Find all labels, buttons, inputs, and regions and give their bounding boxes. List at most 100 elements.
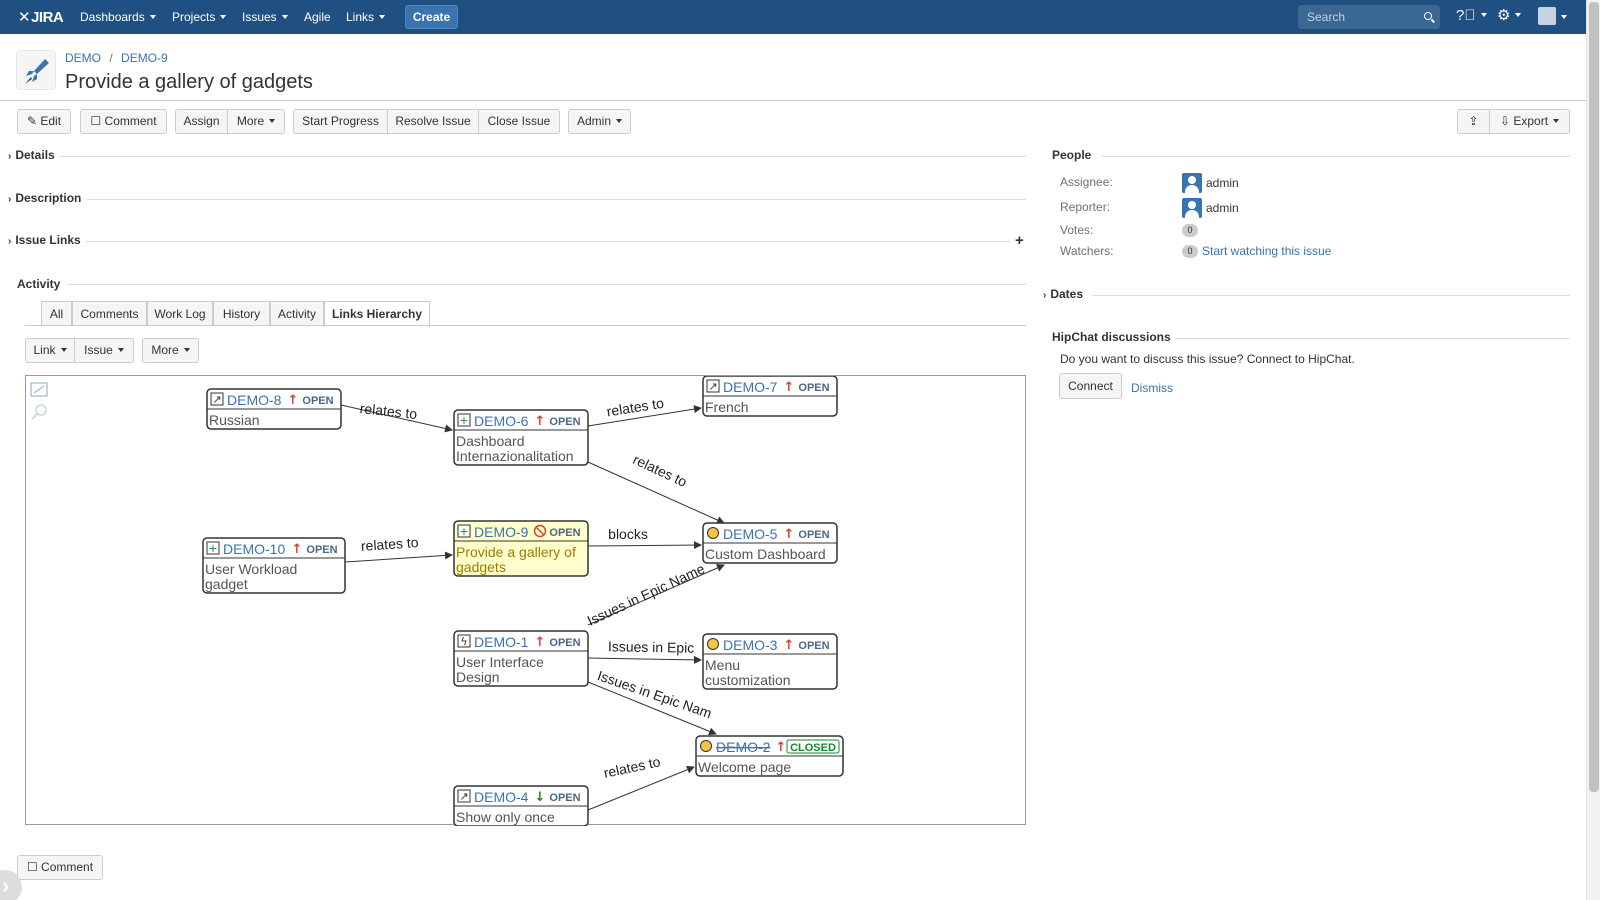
node-summary: Show only once — [456, 809, 555, 825]
zoom-icon[interactable] — [31, 404, 47, 420]
description-toggle[interactable]: ›Description — [8, 191, 81, 205]
assignee-value[interactable]: admin — [1182, 173, 1239, 193]
status-lozenge-border — [786, 739, 840, 754]
node-key[interactable]: DEMO-9 — [474, 524, 529, 540]
votes-value[interactable]: 0 — [1182, 223, 1202, 237]
jira-logo[interactable]: ✕JIRA — [18, 8, 64, 26]
page-scrollbar[interactable] — [1586, 0, 1600, 900]
dates-toggle[interactable]: ›Dates — [1043, 287, 1083, 301]
nav-projects[interactable]: Projects — [172, 10, 226, 24]
assign-button[interactable]: Assign — [175, 109, 228, 134]
nav-links[interactable]: Links — [346, 10, 385, 24]
node-key[interactable]: DEMO-1 — [474, 634, 529, 650]
create-button[interactable]: Create — [405, 5, 458, 29]
node-key[interactable]: DEMO-8 — [227, 392, 282, 408]
nav-dashboards[interactable]: Dashboards — [80, 10, 156, 24]
export-button[interactable]: ⇩ Export — [1490, 109, 1570, 134]
node-key[interactable]: DEMO-6 — [474, 413, 529, 429]
admin-menu[interactable]: ⚙ — [1497, 7, 1521, 25]
node-key[interactable]: DEMO-5 — [723, 526, 778, 542]
edge-label: relates to — [360, 534, 419, 554]
share-button[interactable]: ⇪ — [1457, 109, 1490, 134]
chevron-right-icon: › — [8, 151, 12, 162]
issue-header: DEMO / DEMO-9 Provide a gallery of gadge… — [0, 34, 1586, 101]
close-issue-button[interactable]: Close Issue — [479, 109, 560, 134]
gear-caret-icon — [1510, 7, 1521, 24]
expand-sidebar-icon[interactable] — [0, 870, 22, 900]
user-menu[interactable] — [1538, 7, 1567, 27]
graph-edge: relates to — [344, 534, 453, 563]
people-heading: People — [1052, 148, 1092, 162]
node-key[interactable]: DEMO-10 — [223, 541, 285, 557]
node-key[interactable]: DEMO-2 — [716, 739, 771, 755]
epic-icon: ϟ — [457, 634, 471, 648]
resolve-issue-button[interactable]: Resolve Issue — [388, 109, 479, 134]
status-badge: OPEN — [798, 640, 829, 652]
graph-node[interactable]: +DEMO-6↑OPENDashboardInternazionalitatio… — [453, 409, 589, 466]
node-key[interactable]: DEMO-4 — [474, 789, 529, 805]
tab-comments[interactable]: Comments — [72, 301, 147, 326]
scrollbar-thumb[interactable] — [1589, 2, 1599, 792]
node-key[interactable]: DEMO-7 — [723, 379, 778, 395]
svg-text:+: + — [459, 414, 468, 427]
edge-line — [587, 681, 717, 736]
start-progress-button[interactable]: Start Progress — [293, 109, 388, 134]
more-button[interactable]: More — [228, 109, 285, 134]
link-dropdown[interactable]: Link — [25, 338, 75, 363]
fit-to-screen-icon[interactable] — [30, 382, 48, 397]
search-icon[interactable] — [1424, 12, 1432, 20]
tab-history[interactable]: History — [213, 301, 270, 326]
help-menu[interactable]: ?⃝ — [1456, 7, 1487, 25]
issue-dropdown[interactable]: Issue — [75, 338, 134, 363]
issue-summary[interactable]: Provide a gallery of gadgets — [65, 71, 313, 93]
issue-links-toggle[interactable]: ›Issue Links — [8, 233, 81, 247]
breadcrumb: DEMO / DEMO-9 — [65, 51, 168, 65]
edge-line — [587, 541, 702, 550]
tab-links-hierarchy[interactable]: Links Hierarchy — [324, 301, 430, 327]
tab-activity[interactable]: Activity — [270, 301, 324, 326]
assignee-label: Assignee: — [1060, 175, 1113, 189]
nav-issues[interactable]: Issues — [242, 10, 288, 24]
node-summary: gadgets — [456, 559, 506, 575]
graph-edge: Issues in Epic — [587, 638, 702, 664]
search-input[interactable]: Search — [1298, 5, 1440, 29]
hipchat-text: Do you want to discuss this issue? Conne… — [1060, 352, 1355, 366]
more-dropdown[interactable]: More — [142, 338, 199, 363]
bottom-comment-button[interactable]: ☐ Comment — [17, 855, 103, 880]
nav-agile[interactable]: Agile — [304, 10, 331, 24]
edit-button[interactable]: ✎ Edit — [17, 109, 71, 134]
dismiss-link[interactable]: Dismiss — [1131, 381, 1173, 395]
votes-label: Votes: — [1060, 223, 1094, 237]
watchers-count[interactable]: 0 — [1182, 245, 1198, 258]
breadcrumb-issue-key[interactable]: DEMO-9 — [121, 51, 168, 65]
connect-button[interactable]: Connect — [1059, 373, 1122, 399]
project-avatar[interactable] — [16, 50, 56, 90]
divider — [1175, 338, 1570, 339]
status-badge: OPEN — [302, 395, 333, 407]
tab-all[interactable]: All — [41, 301, 72, 326]
comment-button[interactable]: ☐ Comment — [80, 109, 167, 134]
reporter-value[interactable]: admin — [1182, 198, 1239, 218]
breadcrumb-project[interactable]: DEMO — [65, 51, 101, 65]
chevron-right-icon: › — [8, 236, 12, 247]
search-placeholder: Search — [1307, 10, 1346, 24]
improvement-icon: ↗ — [706, 379, 720, 393]
details-toggle[interactable]: ›Details — [8, 148, 55, 162]
node-key[interactable]: DEMO-3 — [723, 637, 778, 653]
add-link-icon[interactable]: + — [1015, 232, 1024, 249]
start-watching-link[interactable]: Start watching this issue — [1202, 244, 1332, 258]
admin-button[interactable]: Admin — [568, 109, 631, 134]
issue-links-heading: Issue Links — [15, 233, 81, 247]
tab-work-log[interactable]: Work Log — [147, 301, 213, 326]
